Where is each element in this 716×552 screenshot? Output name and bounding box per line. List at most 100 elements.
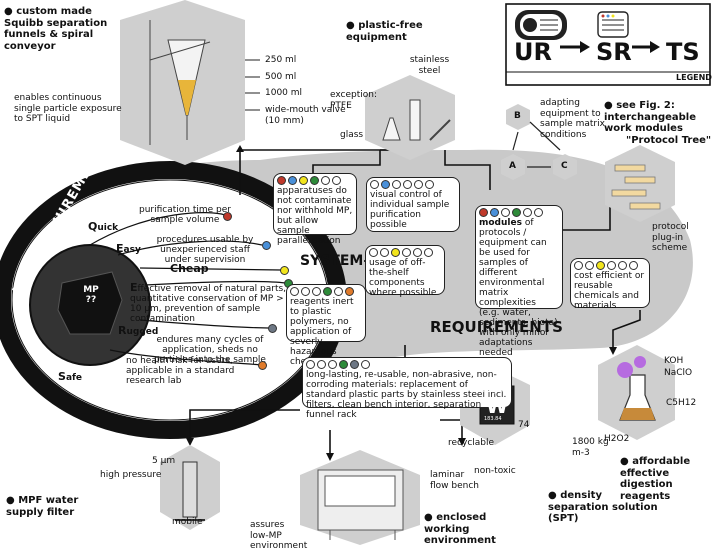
digestion-title: ● affordable effective digestion reagent… bbox=[620, 456, 716, 502]
req-rugged-dot bbox=[268, 324, 277, 333]
requirement-dot bbox=[361, 360, 370, 369]
requirement-dot bbox=[345, 287, 354, 296]
sysreq-modules-text: of protocols / equipment can be used for… bbox=[479, 218, 558, 358]
module-c: C bbox=[561, 161, 568, 171]
funnels-title-text: custom made Squibb separation funnels & … bbox=[4, 6, 108, 52]
funnels-volume-500: 500 ml bbox=[265, 72, 297, 82]
requirement-dot bbox=[512, 208, 521, 217]
filter-pore: 5 µm bbox=[152, 456, 176, 466]
mp-label-q: ?? bbox=[85, 295, 97, 305]
requirement-dot bbox=[339, 360, 348, 369]
module-a: A bbox=[509, 161, 516, 171]
bench-icon bbox=[317, 469, 404, 540]
reagent-h2o2: H2O2 bbox=[604, 434, 630, 444]
protocol-scheme-icon bbox=[611, 164, 661, 210]
bench-laminar: laminar flow bench bbox=[430, 470, 480, 491]
modules-protocol-tree: "Protocol Tree" bbox=[626, 134, 712, 146]
req-easy-dot bbox=[262, 241, 271, 250]
req-cheap-initial: Ch bbox=[170, 262, 186, 275]
module-c-hex bbox=[553, 154, 577, 180]
requirement-dot bbox=[501, 208, 510, 217]
bullet-icon: ● bbox=[346, 20, 359, 31]
spt-nontoxic: non-toxic bbox=[474, 466, 516, 476]
requirement-dot bbox=[523, 208, 532, 217]
sysreq-visual-text: visual control of individual sample puri… bbox=[370, 190, 450, 230]
module-b: B bbox=[514, 111, 521, 121]
req-cheap-word: eap bbox=[185, 262, 209, 275]
requirement-dot bbox=[369, 248, 378, 257]
requirement-dot bbox=[618, 261, 627, 270]
system-title: SYSTEM- bbox=[300, 253, 370, 269]
color-dots bbox=[277, 176, 353, 185]
tungsten-name: Tungsten bbox=[482, 387, 510, 394]
modules-fig-ref: ● see Fig. 2: interchangeable work modul… bbox=[604, 100, 714, 146]
req-safe-word: afe bbox=[65, 373, 83, 383]
bullet-icon: ● bbox=[4, 6, 17, 17]
filter-icon bbox=[175, 461, 205, 521]
filter-pressure: high pressure bbox=[100, 470, 162, 480]
flask-icon bbox=[617, 356, 656, 421]
sysreq-cost-text: cost efficient or reusable chemicals and… bbox=[574, 271, 645, 311]
req-easy-initial: E bbox=[116, 242, 124, 255]
sysreq-box-offshelf: usage of off-the-shelf components where … bbox=[365, 245, 445, 298]
mp-particle-icon bbox=[57, 271, 123, 335]
filter-title-text: MPF water supply filter bbox=[6, 495, 79, 518]
requirement-dot bbox=[332, 176, 341, 185]
spt-title-text: density separation solution (SPT) bbox=[548, 490, 658, 524]
sysreq-modules-bold: modules bbox=[479, 218, 522, 228]
req-easy-text: procedures usable by unexperienced staff… bbox=[156, 235, 254, 265]
requirement-dot bbox=[301, 287, 310, 296]
requirement-dot bbox=[391, 248, 400, 257]
equipment-glass: glass bbox=[340, 130, 364, 140]
modules-adapting: adapting equipment to sample matrix cond… bbox=[540, 98, 605, 140]
sysreq-box-modules: modules of protocols / equipment can be … bbox=[475, 205, 563, 358]
req-safe-initial: S bbox=[58, 370, 66, 383]
modules-fig-ref-text: see Fig. 2: interchangeable work modules bbox=[604, 100, 697, 134]
ur-icon bbox=[515, 10, 567, 40]
req-quick-text: purification time per sample volume bbox=[139, 205, 231, 225]
req-quick-head: Quick bbox=[88, 221, 119, 233]
sysreq-box-inert: reagents inert to plastic polymers, no a… bbox=[286, 284, 366, 367]
requirement-dot bbox=[350, 360, 359, 369]
bullet-icon: ● bbox=[548, 490, 561, 501]
requirements-title: REQUIREMENTS bbox=[430, 318, 563, 336]
req-quick-word: uick bbox=[97, 223, 119, 233]
req-safe-head: Safe bbox=[58, 370, 83, 383]
equipment-exception: exception: PTFE bbox=[330, 90, 378, 111]
bullet-icon: ● bbox=[6, 495, 19, 506]
req-cheap-head: Cheap bbox=[170, 262, 209, 275]
tungsten-symbol: W bbox=[486, 394, 509, 418]
requirement-dot bbox=[370, 180, 379, 189]
sysreq-durable-text: long-lasting, re-usable, non-abrasive, n… bbox=[306, 370, 507, 420]
module-a-hex bbox=[501, 154, 525, 180]
requirement-dot bbox=[290, 287, 299, 296]
mp-label-text: MP bbox=[83, 285, 99, 295]
equipment-title-text: plastic-free equipment bbox=[346, 20, 423, 43]
modules-plugin: protocol plug-in scheme bbox=[652, 222, 689, 253]
funnels-volume-1000: 1000 ml bbox=[265, 88, 303, 98]
color-dots bbox=[306, 360, 508, 369]
req-rugged-head: Rugged bbox=[118, 325, 158, 337]
funnels-note: enables continuous single particle expos… bbox=[14, 93, 122, 124]
req-easy-head: Easy bbox=[116, 242, 141, 255]
reagent-naclo: NaClO bbox=[664, 368, 693, 378]
bench-assures: assures low-MP environment bbox=[250, 520, 308, 551]
requirement-dot bbox=[414, 180, 423, 189]
tungsten-mass: 183.84 bbox=[484, 416, 502, 422]
color-dots bbox=[574, 261, 646, 270]
requirement-dot bbox=[402, 248, 411, 257]
requirement-dot bbox=[574, 261, 583, 270]
legend-ts: TS bbox=[666, 38, 700, 66]
spt-density: 1800 kg m-3 bbox=[572, 437, 609, 458]
requirement-dot bbox=[629, 261, 638, 270]
requirement-dot bbox=[534, 208, 543, 217]
funnel-icon bbox=[149, 20, 211, 145]
requirement-dot bbox=[479, 208, 488, 217]
reagent-c5h12: C5H12 bbox=[666, 398, 697, 408]
req-safe-dot bbox=[258, 361, 267, 370]
legend-ur: UR bbox=[514, 38, 552, 66]
color-dots bbox=[370, 180, 456, 189]
module-b-hex bbox=[506, 104, 530, 130]
sysreq-box-durable: long-lasting, re-usable, non-abrasive, n… bbox=[302, 357, 512, 420]
